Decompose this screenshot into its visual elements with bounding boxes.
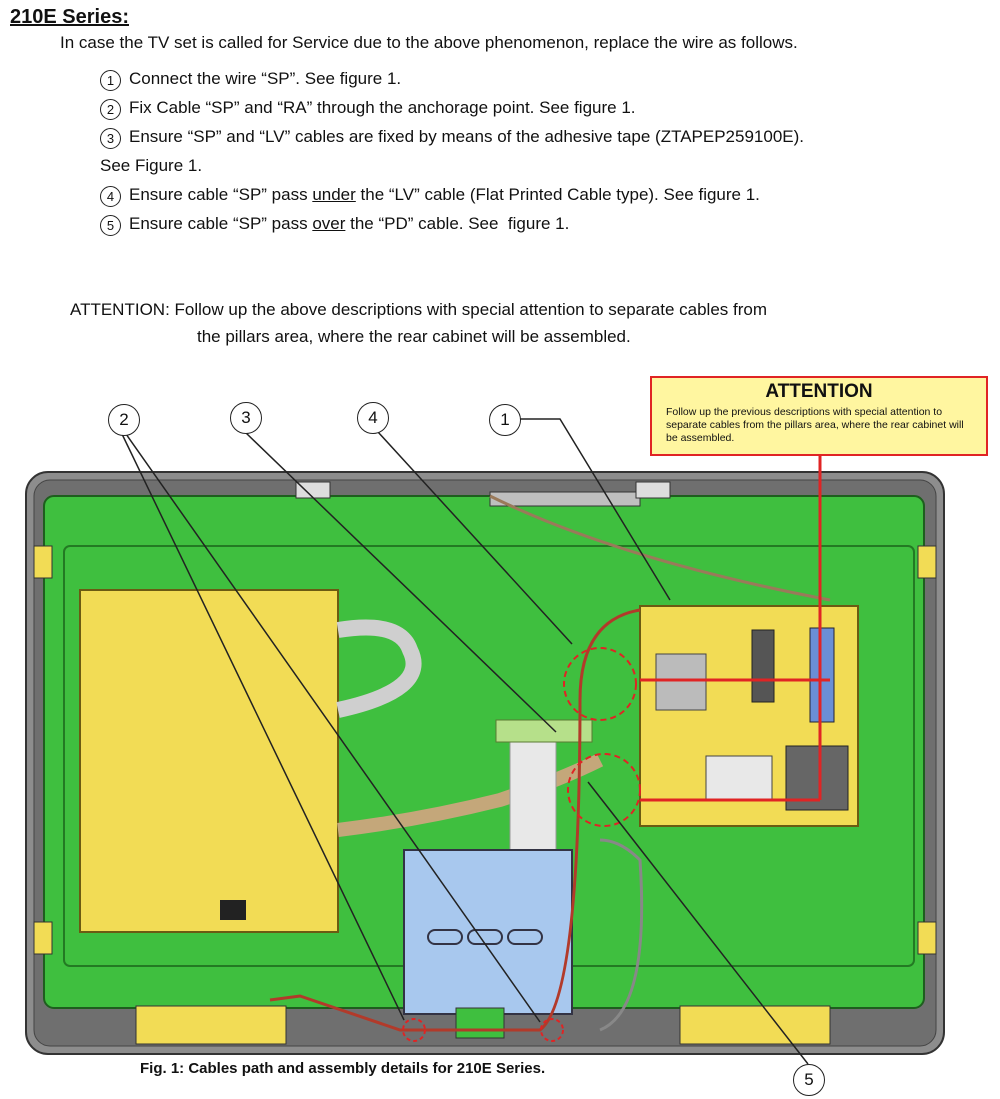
- leader-5: [587, 781, 809, 1065]
- heatsink: [655, 653, 707, 711]
- blue-bracket: [403, 849, 573, 1015]
- highlight-circle-sp: [563, 647, 637, 721]
- step-text-before: Ensure cable “SP” pass: [129, 214, 313, 233]
- section-heading: 210E Series:: [10, 6, 129, 28]
- bracket-slot-3: [507, 929, 543, 945]
- figure-attention-body: Follow up the previous descriptions with…: [666, 406, 964, 444]
- callout-2: 2: [108, 404, 140, 436]
- step-3: 3 Ensure “SP” and “LV” cables are fixed …: [100, 122, 804, 151]
- callout-5: 5: [793, 1064, 825, 1096]
- label-sticker: [705, 755, 773, 801]
- step-4: 4 Ensure cable “SP” pass under the “LV” …: [100, 180, 804, 209]
- step-3-continuation: See Figure 1.: [100, 151, 804, 180]
- callout-1: 1: [489, 404, 521, 436]
- step-number: 1: [100, 70, 121, 91]
- left-pcb-connector: [220, 900, 246, 920]
- attention-line-2: the pillars area, where the rear cabinet…: [197, 327, 631, 346]
- step-text-after: the “LV” cable (Flat Printed Cable type)…: [355, 185, 760, 204]
- step-text: Connect the wire “SP”. See figure 1.: [129, 69, 402, 88]
- leader-4: [377, 431, 573, 645]
- flat-cable-lv: [336, 619, 422, 718]
- step-number: 3: [100, 128, 121, 149]
- hinge-right-top: [917, 545, 937, 579]
- step-text-after: the “PD” cable. See figure 1.: [345, 214, 570, 233]
- left-pcb: [79, 589, 339, 933]
- step-text: Ensure cable “SP” pass under the “LV” ca…: [129, 180, 760, 209]
- ribbon-cable: [337, 753, 604, 837]
- leader-1: [520, 418, 671, 601]
- hinge-left-bottom: [33, 921, 53, 955]
- attention-note: ATTENTION: Follow up the above descripti…: [70, 296, 767, 350]
- step-number: 5: [100, 215, 121, 236]
- highlight-circle-anchor-1: [402, 1018, 426, 1042]
- step-text-before: Ensure cable “SP” pass: [129, 185, 313, 204]
- step-text: Fix Cable “SP” and “RA” through the anch…: [129, 98, 636, 117]
- bracket-slot-1: [427, 929, 463, 945]
- connector-strip: [809, 627, 835, 723]
- step-5: 5 Ensure cable “SP” pass over the “PD” c…: [100, 209, 804, 238]
- step-number: 2: [100, 99, 121, 120]
- leader-2a: [121, 433, 405, 1021]
- intro-text: In case the TV set is called for Service…: [60, 33, 798, 52]
- adhesive-tape: [495, 719, 593, 743]
- step-text-underline: under: [312, 185, 356, 204]
- step-2: 2 Fix Cable “SP” and “RA” through the an…: [100, 93, 804, 122]
- clip-top-right: [635, 481, 671, 499]
- callout-4: 4: [357, 402, 389, 434]
- step-1: 1 Connect the wire “SP”. See figure 1.: [100, 64, 804, 93]
- wire-gray: [599, 838, 644, 1032]
- speaker-left: [135, 1005, 287, 1045]
- figure-attention-box: ATTENTION Follow up the previous descrip…: [650, 376, 988, 456]
- steps-list: 1 Connect the wire “SP”. See figure 1. 2…: [100, 64, 804, 238]
- leader-3: [244, 431, 557, 733]
- wire-top: [489, 494, 831, 602]
- step-number: 4: [100, 186, 121, 207]
- step-text: Ensure “SP” and “LV” cables are fixed by…: [129, 127, 805, 146]
- highlight-circle-pd: [567, 753, 641, 827]
- clip-top-left: [295, 481, 331, 499]
- figure-attention-title: ATTENTION: [765, 381, 873, 402]
- hinge-left-top: [33, 545, 53, 579]
- figure-caption: Fig. 1: Cables path and assembly details…: [140, 1060, 546, 1077]
- bottom-green-module: [455, 1007, 505, 1039]
- step-text-underline: over: [312, 214, 346, 233]
- attention-line-1: ATTENTION: Follow up the above descripti…: [70, 300, 768, 319]
- scart-connector: [751, 629, 775, 703]
- speaker-right: [679, 1005, 831, 1045]
- leader-2b: [125, 433, 541, 1023]
- top-bar: [489, 491, 641, 507]
- callout-3: 3: [230, 402, 262, 434]
- step-text: Ensure cable “SP” pass over the “PD” cab…: [129, 209, 569, 238]
- step-text: See Figure 1.: [100, 156, 203, 175]
- highlight-circle-anchor-2: [540, 1018, 564, 1042]
- hinge-right-bottom: [917, 921, 937, 955]
